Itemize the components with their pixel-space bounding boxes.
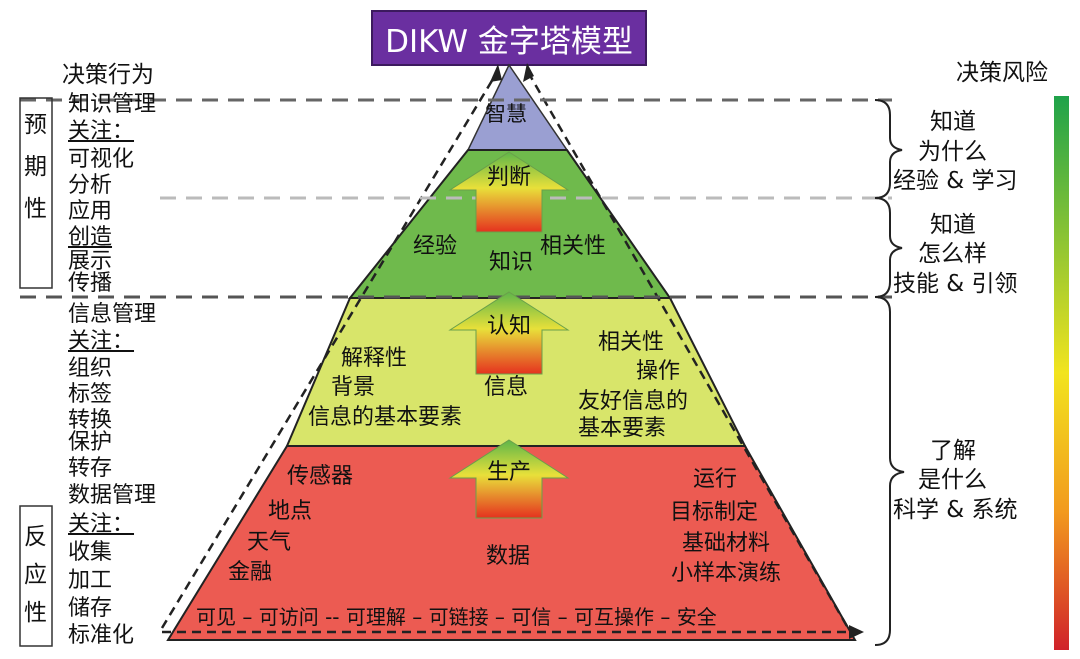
- wisdom-label: 智慧: [485, 102, 527, 126]
- right-top-brace: [874, 99, 903, 199]
- right-dashed-edge: [526, 71, 850, 629]
- list-item: 创造: [68, 225, 113, 250]
- list-item: 分析: [68, 173, 113, 198]
- list-item: 收集: [68, 540, 113, 565]
- information-left-item: 解释性: [341, 346, 408, 371]
- list-item: 数据管理: [68, 483, 157, 508]
- data-left-item: 地点: [268, 499, 313, 524]
- information-label: 信息: [484, 375, 529, 400]
- bottom-edge-arrowhead: [849, 625, 864, 639]
- data-left-item: 金融: [228, 560, 273, 585]
- right-middle-item: 知道: [930, 212, 976, 238]
- list-item: 储存: [68, 596, 113, 621]
- information-right-item: 基本要素: [578, 416, 667, 441]
- data-layer: [166, 445, 857, 641]
- list-item: 转换: [68, 408, 113, 433]
- list-item: 加工: [68, 568, 113, 593]
- left-upper-bracket-label: 预 期 性: [24, 112, 47, 222]
- data-right-item: 小样本演练: [671, 561, 782, 586]
- risk-gradient-bar: [1054, 96, 1069, 650]
- information-left-item: 信息的基本要素: [308, 405, 463, 430]
- right-bottom-item: 是什么: [918, 467, 987, 493]
- left-upper-bracket-box: [19, 97, 53, 289]
- relevance-label: 相关性: [540, 234, 607, 259]
- list-item: 应用: [68, 199, 113, 224]
- list-item: 标准化: [68, 623, 135, 648]
- data-left-item: 传感器: [287, 464, 354, 489]
- left-header: 决策行为: [62, 62, 154, 88]
- data-properties-line: 可见 – 可访问 -- 可理解 – 可链接 – 可信 – 可互操作 – 安全: [196, 605, 717, 629]
- right-middle-brace: [874, 197, 903, 298]
- right-top-item: 为什么: [918, 139, 987, 165]
- list-item: 关注：: [68, 512, 135, 537]
- left-lower-bracket-label: 反 应 性: [24, 524, 47, 626]
- list-item: 知识管理: [68, 92, 157, 117]
- data-right-item: 目标制定: [670, 500, 759, 525]
- list-item: 信息管理: [68, 302, 157, 327]
- information-left-item: 背景: [331, 375, 376, 400]
- experience-label: 经验: [413, 234, 458, 259]
- judgment-arrow: [448, 151, 570, 233]
- list-item: 展示: [68, 249, 113, 274]
- right-bottom-item: 科学 & 系统: [893, 497, 1018, 523]
- right-bottom-item: 了解: [930, 438, 976, 464]
- right-edge-arrowhead: [523, 63, 534, 82]
- cognition-arrow-label: 认知: [487, 314, 532, 339]
- information-right-item: 操作: [636, 359, 681, 384]
- list-item: 关注：: [68, 119, 135, 144]
- diagram-title: DIKW 金字塔模型: [371, 10, 647, 66]
- left-edge-arrowhead: [490, 64, 502, 82]
- judgment-arrow-label: 判断: [487, 165, 532, 190]
- list-item: 标签: [68, 382, 113, 407]
- information-right-item: 友好信息的: [578, 389, 689, 414]
- data-label: 数据: [486, 544, 531, 569]
- right-middle-item: 怎么样: [918, 241, 987, 267]
- list-item: 关注：: [68, 329, 135, 354]
- list-item: 转存: [68, 456, 113, 481]
- knowledge-label: 知识: [489, 250, 534, 275]
- list-item: 传播: [68, 271, 113, 296]
- right-top-item: 知道: [930, 109, 976, 135]
- list-item: 可视化: [68, 147, 135, 172]
- right-bottom-brace: [874, 296, 905, 646]
- data-left-item: 天气: [247, 530, 292, 555]
- list-item: 保护: [68, 430, 113, 455]
- information-right-item: 相关性: [598, 330, 665, 355]
- left-lower-bracket-box: [19, 505, 53, 647]
- right-header: 决策风险: [956, 60, 1048, 86]
- data-right-item: 运行: [693, 467, 738, 492]
- list-item: 组织: [68, 356, 113, 381]
- right-middle-item: 技能 & 引领: [893, 271, 1018, 297]
- left-dashed-edge: [160, 73, 498, 629]
- production-arrow-label: 生产: [487, 460, 532, 485]
- production-arrow: [448, 439, 570, 519]
- right-top-item: 经验 & 学习: [893, 168, 1018, 194]
- data-right-item: 基础材料: [682, 531, 771, 556]
- cognition-arrow: [448, 291, 570, 375]
